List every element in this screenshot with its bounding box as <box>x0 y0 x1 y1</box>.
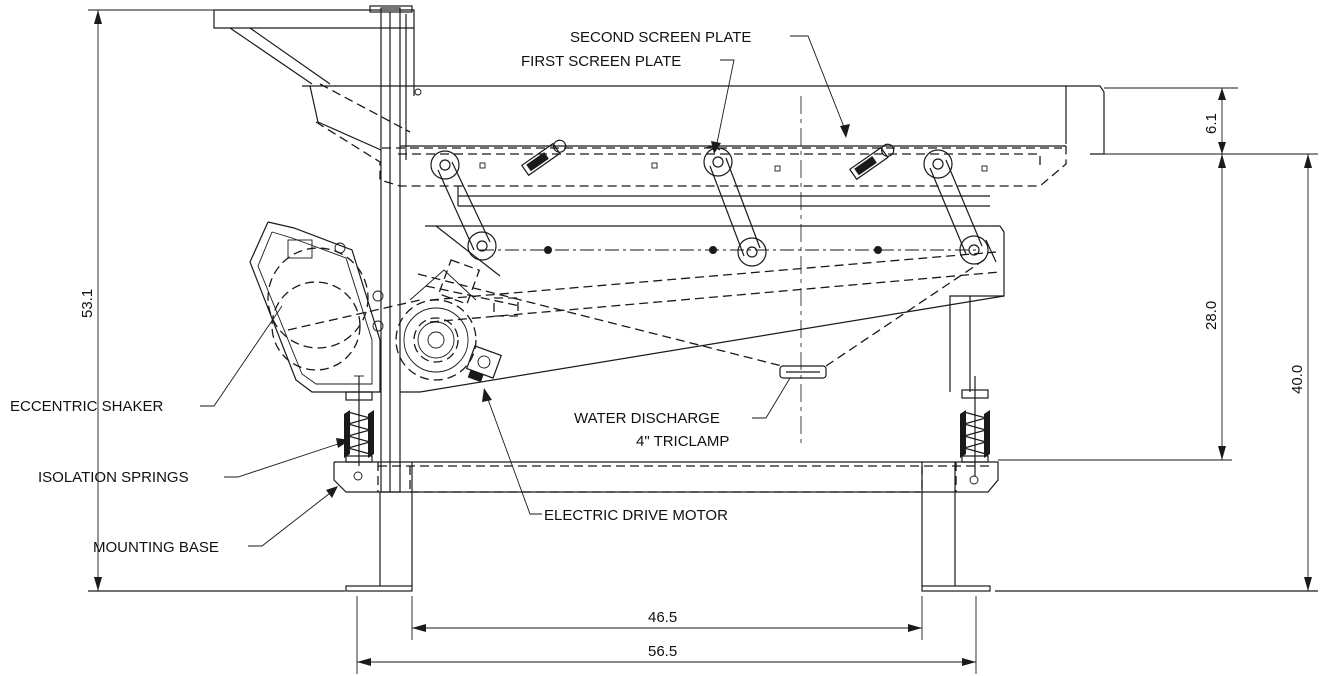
drive-motor <box>395 259 521 383</box>
support-legs <box>345 462 991 592</box>
label-isolation-springs: ISOLATION SPRINGS <box>38 469 189 486</box>
label-triclamp: 4" TRICLAMP <box>636 433 729 450</box>
dim-inner-width <box>411 596 923 640</box>
label-electric-drive-motor: ELECTRIC DRIVE MOTOR <box>544 507 728 524</box>
dim-value-inner-width: 46.5 <box>648 609 677 626</box>
hanger-arm-2 <box>703 145 767 267</box>
lower-body <box>400 96 1005 444</box>
label-mounting-base: MOUNTING BASE <box>93 539 219 556</box>
isolation-spring-left <box>344 375 374 466</box>
dim-value-screen-height: 28.0 <box>1203 301 1220 330</box>
dim-screen-height <box>998 154 1232 461</box>
hanger-arm-1 <box>430 150 497 261</box>
mounting-base <box>333 461 999 493</box>
label-second-screen-plate: SECOND SCREEN PLATE <box>570 29 751 46</box>
label-first-screen-plate: FIRST SCREEN PLATE <box>521 53 681 70</box>
label-water-discharge: WATER DISCHARGE <box>574 410 720 427</box>
leader-lines <box>200 35 850 547</box>
dim-top-offset <box>1104 87 1318 155</box>
screen-clamp-1 <box>520 139 567 177</box>
screen-deck <box>302 85 1105 207</box>
isolation-spring-right <box>960 376 990 476</box>
dim-base-height <box>1304 154 1312 591</box>
dim-value-base-height: 40.0 <box>1289 365 1306 394</box>
label-eccentric-shaker: ECCENTRIC SHAKER <box>10 398 164 415</box>
dim-overall-width <box>356 596 977 674</box>
eccentric-shaker <box>249 221 421 393</box>
dim-value-top-offset: 6.1 <box>1203 113 1220 134</box>
hanger-arm-3 <box>923 149 997 265</box>
dim-value-overall-width: 56.5 <box>648 643 677 660</box>
screen-clamp-2 <box>848 143 895 181</box>
dim-overall-height <box>88 9 214 591</box>
dim-value-overall-height: 53.1 <box>79 289 96 318</box>
